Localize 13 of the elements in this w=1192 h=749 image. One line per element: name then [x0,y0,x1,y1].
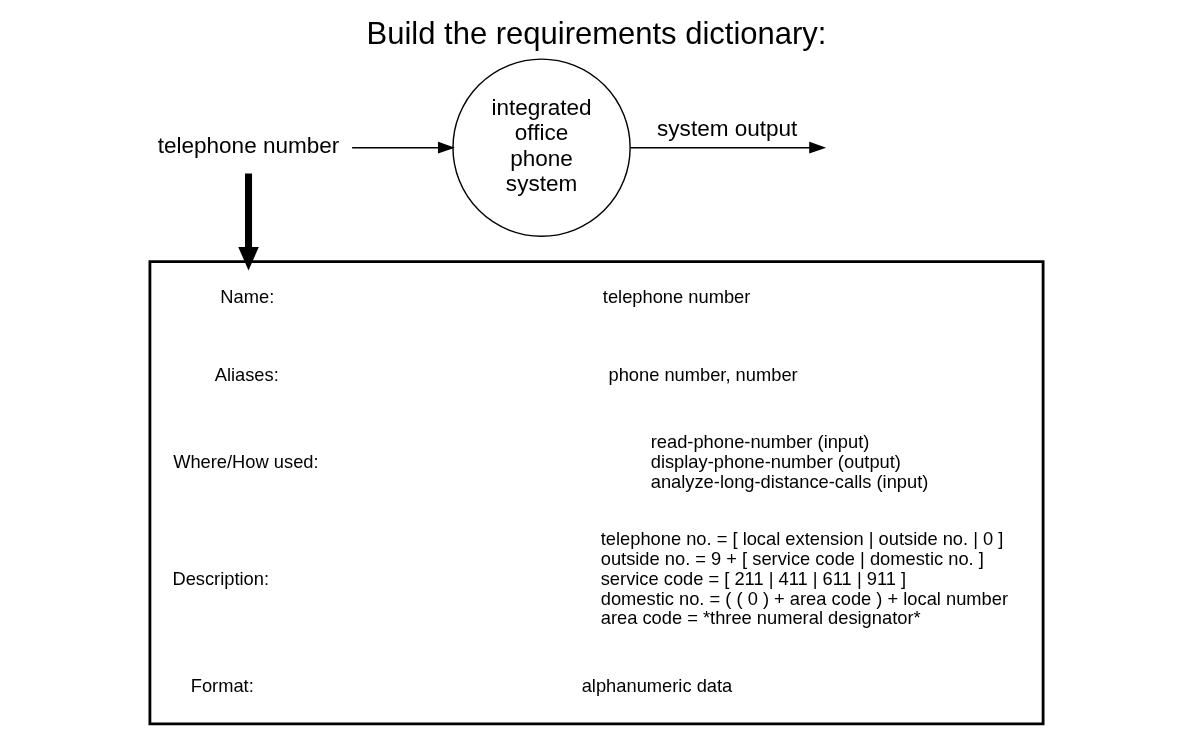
node-text: Format: [190,674,254,696]
node-text: phone number, number [607,363,798,385]
node-text: telephone number [602,286,750,308]
node-text: read-phone-number (input) display-phone-number (output) analyze-long-distance-calls (input) [650,431,928,492]
node-text: telephone number [157,133,339,159]
node-text: Name: [219,286,274,308]
node-text: alphanumeric data [581,674,732,696]
diagram-title: Build the requirements dictionary: [366,16,826,52]
edge-label: system output [656,116,797,142]
node-text: Aliases: [214,363,279,385]
node-text: Where/How used: [172,450,319,472]
node-text: Description: [171,567,269,589]
node-text: telephone no. = [ local extension | outside no. | 0 ] outside no. = 9 + [ service code | domestic no. ] service code = [ 211 | 411 | 611 | 911 ] domestic no. = ( ( 0 ) + area code ) + local number area code = *three numeral designator* [600,528,1008,629]
